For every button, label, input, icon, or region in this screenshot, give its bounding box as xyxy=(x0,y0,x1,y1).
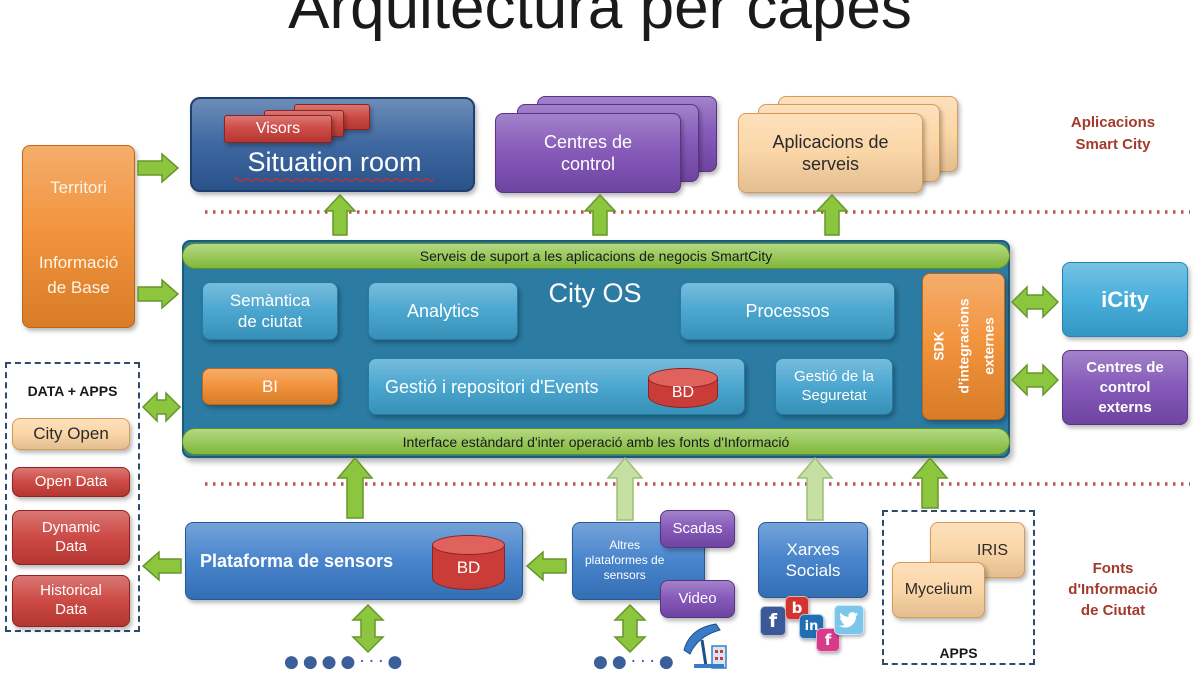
arrow-city-os-external-control xyxy=(1010,363,1060,397)
scadas-box: Scadas xyxy=(660,510,735,548)
base-info-label: Informació de Base xyxy=(38,253,119,297)
arrow-city-os-to-situation-room xyxy=(323,193,357,236)
external-control-centres-box: Centres de control externs xyxy=(1062,350,1188,425)
data-apps-group: DATA + APPS City Open Open Data Dynamic … xyxy=(5,362,140,632)
other-endpoints: ●●···● xyxy=(593,652,678,672)
spellcheck-underline xyxy=(234,177,434,183)
sensor-database-label: BD xyxy=(456,557,481,577)
twitter-bird-icon xyxy=(839,612,858,628)
city-open-box: City Open xyxy=(12,418,130,450)
situation-room-box: Visors Situation room xyxy=(190,97,475,192)
events-repository-box: Gestió i repositori d'Events BD xyxy=(368,358,745,415)
apps-group: IRIS Mycelium APPS xyxy=(882,510,1035,665)
apps-label: APPS xyxy=(939,645,978,661)
arrow-base-info-to-city-os xyxy=(137,278,180,310)
support-services-bar: Serveis de suport a les aplicacions de n… xyxy=(182,243,1010,269)
sdk-label-wrapper: SDK d'integracions externes xyxy=(930,274,996,419)
page-title: Arquitectura per capes xyxy=(288,0,912,42)
dynamic-data-box: Dynamic Data xyxy=(12,510,130,565)
base-info-box: Territori Informació de Base xyxy=(22,145,135,328)
city-sources-label: Fonts d'Informació de Ciutat xyxy=(1068,560,1158,619)
arrow-city-os-to-service-apps xyxy=(815,193,849,236)
other-platforms-label: Altres plataformes de sensors xyxy=(585,538,665,582)
social-networks-box: Xarxes Socials xyxy=(758,522,868,598)
city-os-box: Serveis de suport a les aplicacions de n… xyxy=(182,240,1010,458)
arrow-other-platforms-to-sensor-platform xyxy=(525,550,567,582)
service-apps-box: Aplicacions de serveis xyxy=(738,113,923,193)
data-apps-title: DATA + APPS xyxy=(27,383,118,399)
arrow-sensor-platform-to-data xyxy=(141,550,182,582)
events-database-icon: BD xyxy=(648,368,718,408)
arrow-devices-to-other-platforms xyxy=(613,603,647,654)
interface-bar: Interface estàndard d'inter operació amb… xyxy=(182,428,1010,455)
sensor-database-icon: BD xyxy=(432,535,505,590)
bi-box: BI xyxy=(202,368,338,405)
sdk-box: SDK d'integracions externes xyxy=(922,273,1005,420)
mycelium-box: Mycelium xyxy=(892,562,985,618)
events-repository-label: Gestió i repositori d'Events xyxy=(385,377,599,397)
arrow-sensor-platform-to-interface xyxy=(336,456,374,519)
arrow-sensors-to-platform xyxy=(351,603,385,654)
events-database-label: BD xyxy=(671,384,695,401)
video-box: Video xyxy=(660,580,735,618)
situation-room-label: Situation room xyxy=(247,147,422,177)
arrow-apps-to-interface xyxy=(911,456,949,509)
arrow-social-to-interface xyxy=(796,456,834,521)
analytics-box: Analytics xyxy=(368,282,518,340)
arrow-other-platforms-to-interface xyxy=(606,456,644,521)
city-os-title: City OS xyxy=(548,278,642,308)
visors-box: Visors xyxy=(224,115,332,143)
twitter-icon xyxy=(834,605,864,635)
security-box: Gestió de la Seguretat xyxy=(775,358,893,415)
antenna-device-icon xyxy=(683,623,727,669)
city-semantics-box: Semàntica de ciutat xyxy=(202,282,338,340)
sensor-platform-label: Plataforma de sensors xyxy=(200,551,394,571)
flickr-icon: f xyxy=(816,628,840,652)
processes-box: Processos xyxy=(680,282,895,340)
sensor-endpoints: ●●●●···● xyxy=(284,652,407,672)
historical-data-box: Historical Data xyxy=(12,575,130,627)
arrow-base-info-to-situation-room xyxy=(137,152,180,184)
control-centres-box: Centres de control xyxy=(495,113,681,193)
blogger-icon: b xyxy=(785,596,809,620)
facebook-icon: f xyxy=(760,606,786,636)
open-data-box: Open Data xyxy=(12,467,130,497)
sdk-label: SDK d'integracions externes xyxy=(930,298,996,394)
icity-box: iCity xyxy=(1062,262,1188,337)
territory-label: Territori xyxy=(50,178,107,197)
apps-layer-label: Aplicacions Smart City xyxy=(1070,114,1156,153)
arrow-city-os-to-control-centres xyxy=(583,193,617,236)
arrow-data-apps-city-os xyxy=(141,391,182,423)
arrow-city-os-icity xyxy=(1010,285,1060,319)
sensor-platform-box: Plataforma de sensors BD xyxy=(185,522,523,600)
